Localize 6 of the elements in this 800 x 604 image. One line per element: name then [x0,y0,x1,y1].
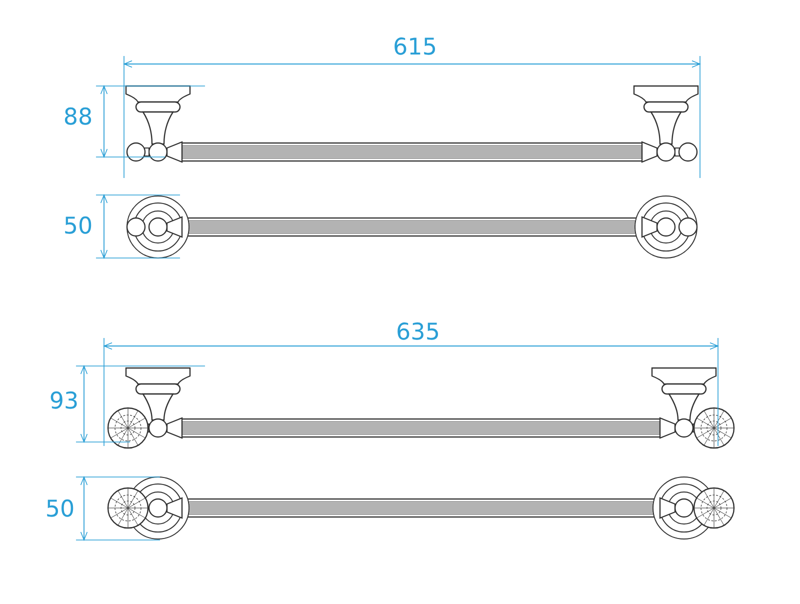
dimension-value: 635 [396,322,440,344]
dimension-value: 88 [63,106,93,130]
dimension-value: 50 [63,216,93,238]
dimension-value: 615 [393,36,437,60]
dimension-value: 93 [49,390,79,414]
dimension-value: 50 [45,498,75,522]
